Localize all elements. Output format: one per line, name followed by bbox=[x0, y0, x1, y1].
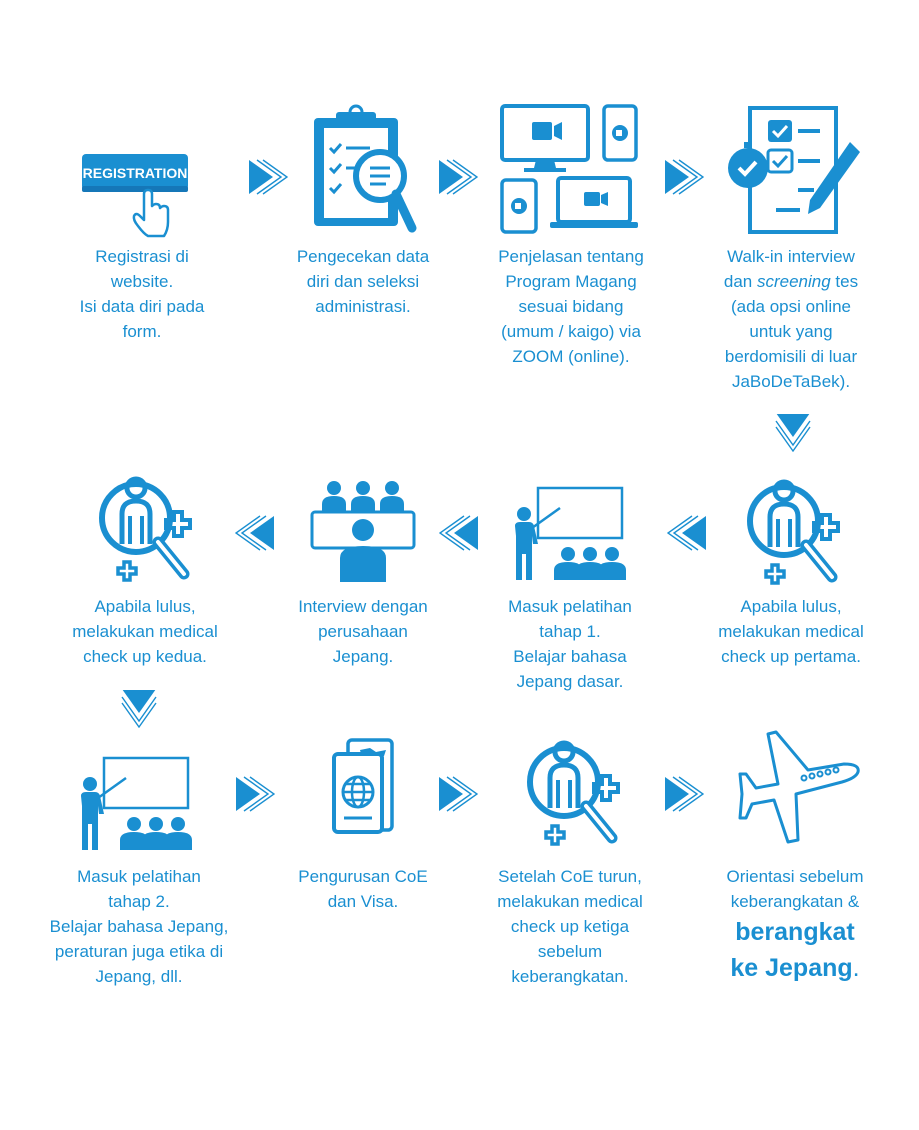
flow-arrow-3 bbox=[664, 159, 704, 195]
flow-arrow-11 bbox=[664, 776, 704, 812]
flow-arrow-2 bbox=[438, 159, 478, 195]
clipboard-search-icon bbox=[310, 104, 420, 234]
flow-arrow-9 bbox=[235, 776, 275, 812]
step-1-caption: Registrasi di website. Isi data diri pad… bbox=[79, 247, 205, 341]
video-devices-icon bbox=[498, 102, 640, 234]
step-8-caption: Apabila lulus, melakukan medical check u… bbox=[72, 597, 218, 666]
flow-arrow-7 bbox=[439, 515, 479, 551]
step-11-caption: Setelah CoE turun, melakukan medical che… bbox=[497, 867, 643, 986]
registration-button-icon: REGISTRATION bbox=[82, 150, 192, 240]
training-class-icon bbox=[512, 484, 632, 584]
flow-arrow-8 bbox=[235, 515, 275, 551]
step-9-caption: Masuk pelatihan tahap 2. Belajar bahasa … bbox=[49, 867, 229, 986]
flow-arrow-10 bbox=[438, 776, 478, 812]
step-4-caption: Walk-in interview dan screening tes (ada… bbox=[723, 247, 859, 391]
step-7-caption: Interview dengan perusahaan Jepang. bbox=[298, 597, 428, 666]
medical-check-icon bbox=[520, 738, 630, 850]
training-class-icon bbox=[78, 754, 198, 854]
medical-check-icon bbox=[740, 477, 850, 589]
passport-icon bbox=[330, 736, 396, 836]
airplane-icon bbox=[738, 728, 862, 846]
flow-arrow-down-2 bbox=[121, 690, 157, 730]
checklist-pencil-icon bbox=[724, 104, 864, 236]
flow-arrow-1 bbox=[248, 159, 288, 195]
step-10-caption: Pengurusan CoE dan Visa. bbox=[298, 867, 428, 911]
registration-badge: REGISTRATION bbox=[83, 165, 188, 181]
flow-arrow-6 bbox=[667, 515, 707, 551]
step-12-caption: Orientasi sebelum keberangkatan & berang… bbox=[726, 867, 864, 982]
step-2-caption: Pengecekan data diri dan seleksi adminis… bbox=[296, 247, 430, 316]
flow-arrow-down-1 bbox=[775, 414, 811, 454]
step-5-caption: Apabila lulus, melakukan medical check u… bbox=[718, 597, 864, 666]
medical-check-icon bbox=[92, 474, 202, 586]
step-3-caption: Penjelasan tentang Program Magang sesuai… bbox=[498, 247, 644, 366]
interview-panel-icon bbox=[310, 478, 416, 584]
step-6-caption: Masuk pelatihan tahap 1. Belajar bahasa … bbox=[508, 597, 632, 691]
